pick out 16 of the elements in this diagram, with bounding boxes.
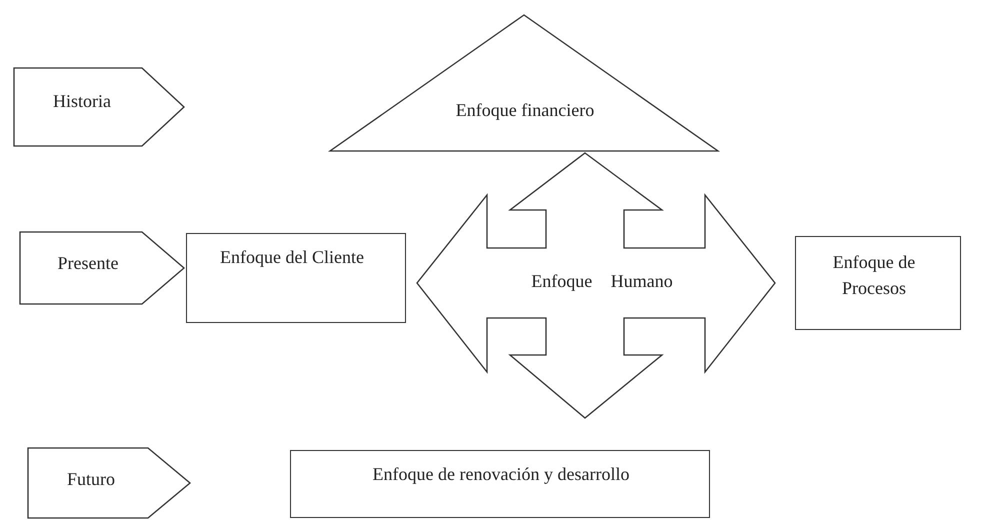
undefined [795,236,961,330]
undefined [290,450,710,518]
undefined [330,15,718,151]
undefined [417,153,775,418]
undefined [28,448,190,518]
node-label: Enfoque de Procesos [832,251,916,300]
node-label: Enfoque de renovación y desarrollo [372,463,630,486]
node-label: Enfoque del Cliente [219,246,365,269]
node-label: Historia [52,90,112,113]
node-label: Presente [56,252,120,275]
undefined [20,232,184,304]
node-label: Enfoque financiero [454,99,596,122]
node-label: Enfoque Humano [530,270,674,293]
node-label: Futuro [66,468,116,491]
undefined [14,68,184,146]
undefined [186,233,406,323]
